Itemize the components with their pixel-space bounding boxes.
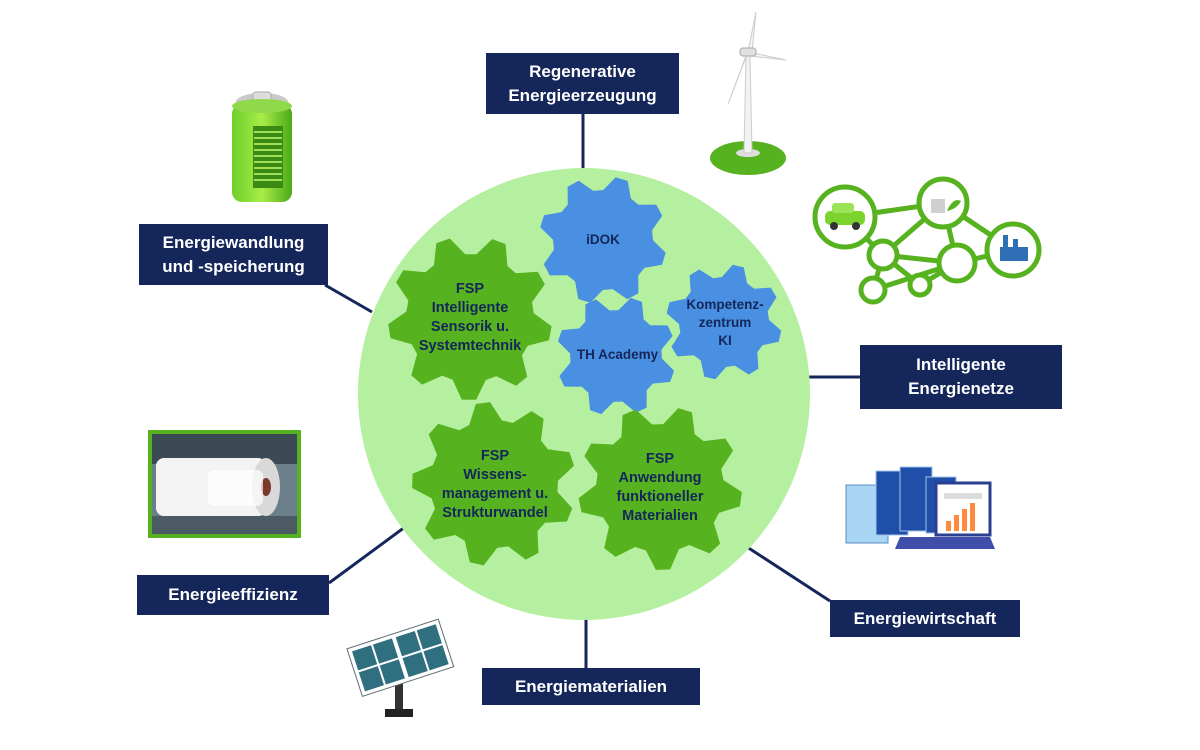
battery-icon (232, 91, 292, 202)
gear-idok (540, 177, 666, 303)
label-intelligente-energienetze: Intelligente Energienetze (860, 345, 1062, 409)
connector-wirtschaft (743, 543, 831, 603)
connector-effizienz (328, 525, 406, 585)
gear-label-fsp-wissensmanagement: FSP Wissens- management u. Strukturwande… (441, 448, 549, 521)
label-energiematerialien: Energiematerialien (482, 668, 700, 705)
gear-label-idok: iDOK (586, 232, 620, 247)
solar-laptop-icon (845, 466, 995, 549)
paper-rolls-icon (148, 430, 301, 538)
label-energiewirtschaft: Energiewirtschaft (830, 600, 1020, 637)
gear-fsp-wissensmanagement (412, 402, 574, 566)
gear-fsp-materialien (578, 408, 742, 570)
gear-kompetenzzentrum (666, 264, 782, 380)
connector-speicherung (324, 283, 373, 314)
solar-panel-icon (346, 618, 455, 717)
smart-grid-icon (812, 176, 1042, 305)
label-energieeffizienz: Energieeffizienz (137, 575, 329, 615)
gear-label-fsp-materialien: FSP Anwendung funktioneller Materialien (616, 451, 704, 524)
gear-label-kompetenzzentrum-ki: Kompetenz- zentrum KI (686, 296, 764, 348)
label-energiewandlung-speicherung: Energiewandlung und -speicherung (139, 224, 328, 285)
gear-fsp-sensorik (388, 238, 552, 400)
gear-label-fsp-sensorik: FSP Intelligente Sensorik u. Systemtechn… (418, 280, 522, 354)
gear-th-academy (557, 297, 675, 415)
label-regenerative-energieerzeugung: Regenerative Energieerzeugung (486, 53, 679, 114)
wind-turbine-icon (710, 11, 787, 175)
gear-label-th-academy: TH Academy (576, 347, 659, 362)
